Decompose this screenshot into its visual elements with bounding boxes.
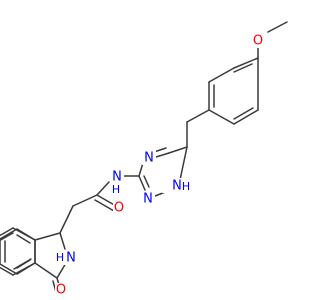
bond-ch2-c1: [59, 205, 74, 234]
bond-c-ch2: [72, 194, 98, 207]
bond-c3-n2-double: [143, 175, 150, 188]
molecule-svg: O N H N N N H O H N O: [0, 21, 288, 298]
benzo-bond-3: [0, 263, 18, 275]
triazole-hydrogen-label: H: [182, 180, 190, 193]
bond-methyl-o: [267, 21, 288, 33]
bond-ch2b-c5: [168, 146, 188, 154]
bond-layer: [0, 21, 288, 297]
amide-hydrogen-label: H: [112, 183, 120, 196]
bond-amide-n-c: [96, 181, 110, 196]
bond-n4-c3: [138, 162, 144, 177]
bond-ring1-d: [208, 109, 235, 125]
benzo-bond-6: [16, 228, 36, 241]
lactam-oxygen-label: O: [56, 283, 66, 298]
methoxy-oxygen-label: O: [253, 34, 263, 49]
bond-n1-c5: [179, 146, 188, 181]
benzo-inner-1: [16, 259, 31, 269]
amide-nitrogen-label: N: [112, 170, 122, 185]
triazole-n2-label: N: [143, 192, 153, 207]
lactam-nitrogen-label: N: [66, 251, 76, 266]
bond-ring1-a: [233, 57, 259, 69]
label-layer: O N H N N N H O H N O: [54, 33, 264, 298]
bond-co-double-a: [96, 194, 117, 207]
bond-ring1-ch2a: [186, 109, 210, 123]
bond-c3-c3a: [34, 262, 58, 279]
bond-n2-c3: [56, 262, 67, 279]
benzo-inner-3: [16, 234, 31, 244]
bond-c7-c6-inner: [0, 232, 14, 242]
benzo-ring: [0, 228, 36, 275]
bond-c5-n4: [155, 152, 170, 158]
bond-c3-n2: [138, 175, 146, 191]
triazole-n1-label: N: [172, 179, 182, 194]
bond-ring1-e: [233, 109, 259, 125]
lactam-hydrogen-label: H: [56, 251, 64, 264]
bond-c7-c6: [0, 227, 14, 237]
benzo-bond-5: [0, 228, 18, 240]
bond-ring1-e-inner: [233, 107, 254, 120]
triazole-n4-label: N: [144, 151, 154, 166]
benzo-bond-2: [16, 262, 36, 275]
bond-c1-c7a: [34, 232, 61, 241]
bond-c1-n2: [59, 232, 66, 250]
bond-ring1-a-inner: [233, 63, 253, 73]
bond-c4-c5: [0, 266, 14, 276]
bond-ring1-b: [208, 67, 235, 83]
amide-oxygen-label: O: [114, 201, 124, 216]
molecule-diagram: O N H N N N H O H N O: [0, 21, 288, 298]
bond-co-double-b: [94, 199, 115, 212]
